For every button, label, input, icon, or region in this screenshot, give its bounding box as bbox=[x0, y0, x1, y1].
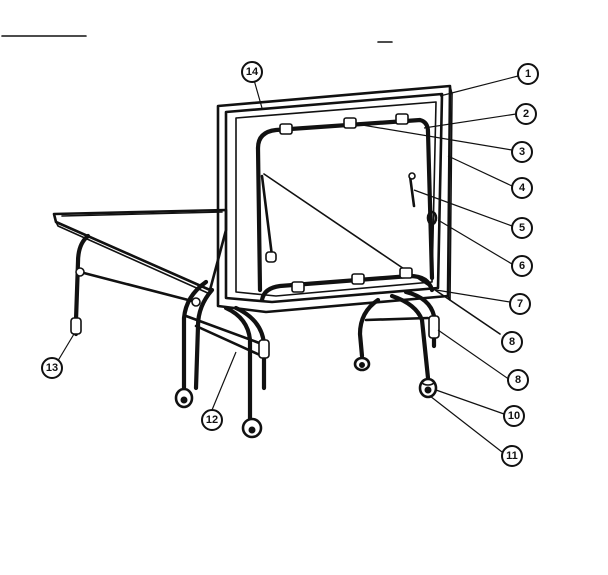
callout-5: 5 bbox=[511, 217, 533, 239]
callout-label: 13 bbox=[46, 362, 58, 374]
callout-label: 7 bbox=[517, 298, 523, 310]
callout-10: 10 bbox=[503, 405, 525, 427]
callout-8-lower: 8 bbox=[507, 369, 529, 391]
callout-1: 1 bbox=[517, 63, 539, 85]
caster-right-back bbox=[353, 356, 371, 372]
callout-label: 4 bbox=[519, 182, 526, 194]
callout-7: 7 bbox=[509, 293, 531, 315]
callout-4: 4 bbox=[511, 177, 533, 199]
caster-right-front bbox=[418, 377, 438, 399]
callout-6: 6 bbox=[511, 255, 533, 277]
casters bbox=[174, 356, 438, 439]
callout-label: 8 bbox=[515, 374, 521, 386]
frame-rails bbox=[255, 117, 501, 335]
callout-label: 8 bbox=[509, 336, 515, 348]
callout-8-upper: 8 bbox=[501, 331, 523, 353]
callout-label: 3 bbox=[519, 146, 525, 158]
rail-clips bbox=[279, 113, 413, 293]
leader-lines bbox=[55, 75, 519, 453]
callout-11: 11 bbox=[501, 445, 523, 467]
callout-12: 12 bbox=[201, 409, 223, 431]
right-legs bbox=[357, 289, 440, 381]
callout-14: 14 bbox=[241, 61, 263, 83]
caster-front-left bbox=[174, 387, 194, 409]
caster-center bbox=[241, 417, 263, 439]
callout-label: 5 bbox=[519, 222, 525, 234]
callout-2: 2 bbox=[515, 103, 537, 125]
callout-label: 11 bbox=[506, 450, 518, 462]
left-legs bbox=[70, 233, 270, 421]
callout-label: 6 bbox=[519, 260, 525, 272]
callout-label: 2 bbox=[523, 108, 529, 120]
callout-label: 10 bbox=[508, 410, 520, 422]
table-top-upright-half bbox=[216, 84, 453, 314]
callout-label: 1 bbox=[525, 68, 531, 80]
callout-label: 14 bbox=[246, 66, 259, 78]
callout-label: 12 bbox=[206, 414, 218, 426]
callout-13: 13 bbox=[41, 357, 63, 379]
callout-3: 3 bbox=[511, 141, 533, 163]
